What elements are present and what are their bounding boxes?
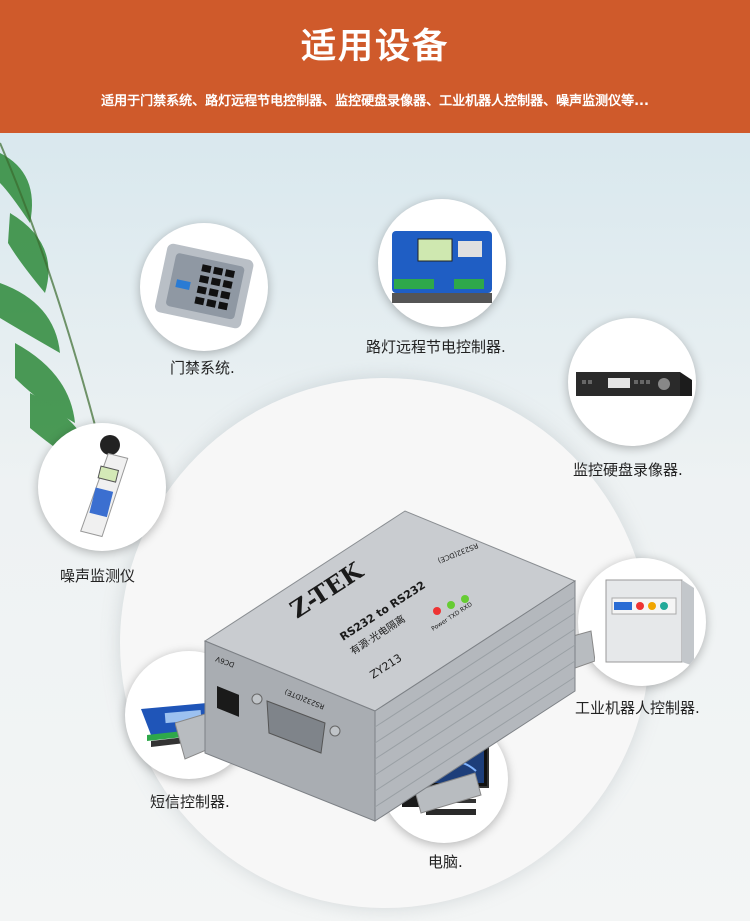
header-banner: 适用设备 适用于门禁系统、路灯远程节电控制器、监控硬盘录像器、工业机器人控制器、… bbox=[0, 0, 750, 133]
noise-meter-icon bbox=[80, 435, 129, 538]
robot-controller-bubble bbox=[578, 558, 706, 686]
dvr-bubble bbox=[568, 318, 696, 446]
controller-icon bbox=[392, 231, 492, 303]
dvr-label: 监控硬盘录像器. bbox=[573, 461, 683, 479]
product-scene: 门禁系统. 路灯远程节电控制器. 监控硬盘录像器. 噪声监 bbox=[0, 133, 750, 921]
sms-controller-label: 短信控制器. bbox=[150, 793, 230, 811]
streetlight-label: 路灯远程节电控制器. bbox=[366, 338, 506, 356]
page-subtitle: 适用于门禁系统、路灯远程节电控制器、监控硬盘录像器、工业机器人控制器、噪声监测仪… bbox=[101, 94, 649, 109]
robot-controller-label: 工业机器人控制器. bbox=[575, 699, 700, 717]
noise-meter-label: 噪声监测仪 bbox=[60, 567, 136, 585]
page-title: 适用设备 bbox=[300, 27, 449, 67]
access-control-bubble bbox=[140, 223, 268, 351]
streetlight-bubble bbox=[378, 199, 506, 327]
access-control-label: 门禁系统. bbox=[170, 359, 235, 377]
keypad-icon bbox=[155, 243, 254, 329]
pc-label: 电脑. bbox=[428, 853, 463, 871]
converter-device: Z-TEK RS232 to RS232 有源·光电隔离 ZY213 Power… bbox=[175, 510, 595, 822]
cabinet-icon bbox=[605, 579, 694, 666]
noise-meter-bubble bbox=[38, 423, 166, 551]
dvr-icon bbox=[576, 372, 692, 396]
